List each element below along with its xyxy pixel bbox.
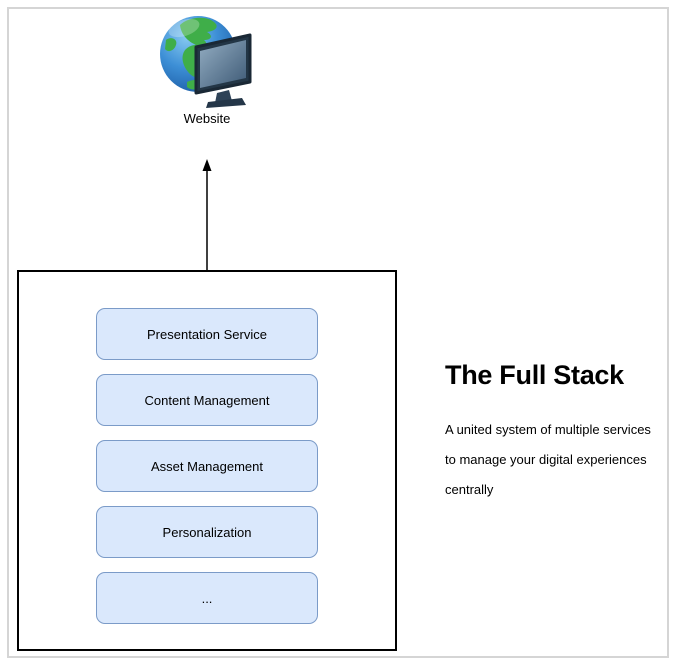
service-box-presentation: Presentation Service bbox=[96, 308, 318, 360]
service-label: Asset Management bbox=[150, 458, 263, 474]
caption-title: The Full Stack bbox=[445, 360, 624, 390]
service-box-ellipsis: ... bbox=[96, 572, 318, 624]
globe-monitor-icon bbox=[158, 12, 258, 112]
service-label: Content Management bbox=[144, 392, 270, 408]
website-label: Website bbox=[183, 111, 231, 126]
caption: The Full Stack A united system of multip… bbox=[445, 360, 660, 505]
service-label: Personalization bbox=[162, 524, 252, 540]
caption-description: A united system of multiple services to … bbox=[445, 422, 651, 497]
service-label: Presentation Service bbox=[147, 326, 267, 342]
up-arrow bbox=[202, 159, 212, 272]
service-box-content-management: Content Management bbox=[96, 374, 318, 426]
full-stack-container: Presentation Service Content Management … bbox=[17, 270, 397, 651]
service-label: ... bbox=[201, 590, 213, 606]
service-box-personalization: Personalization bbox=[96, 506, 318, 558]
service-box-asset-management: Asset Management bbox=[96, 440, 318, 492]
